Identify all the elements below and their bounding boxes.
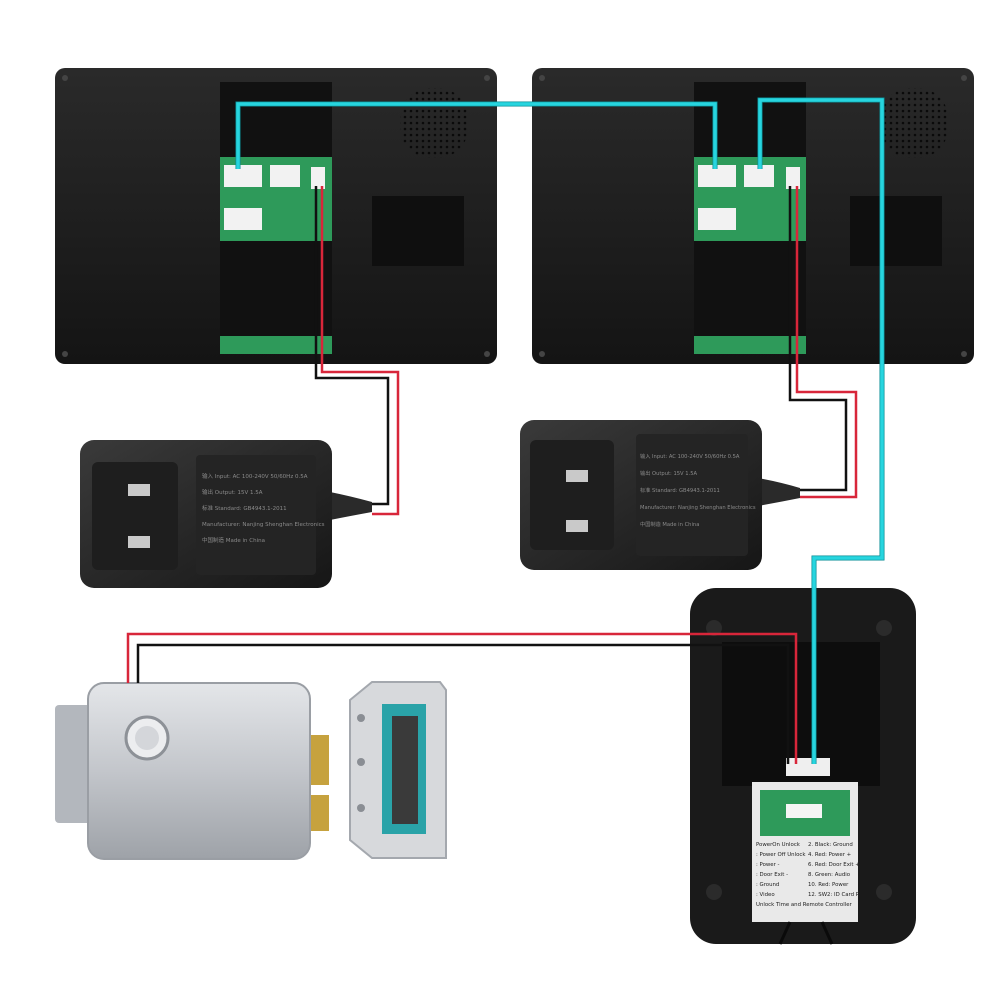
label-line: Manufacturer: Nanjing Shenghan Electroni… [202,522,325,528]
doorbell-connector [786,758,830,776]
monitor-2-label-area [850,196,942,266]
label-line: : Ground [756,882,779,888]
lock-strike-plate [349,681,447,859]
adapter-2-prong-1 [566,470,588,482]
doorbell-label-text: PowerOn Unlock : Power Off Unlock : Power … [756,842,860,908]
monitor-1-power-connector [311,167,325,189]
power-adapter-1: 输入 Input: AC 100-240V 50/60Hz 0.5A 输出 Out… [80,440,372,588]
label-line: : Power Off Unlock [756,852,806,858]
label-line: 标准 Standard: GB4943.1-2011 [640,486,720,494]
label-line: 4. Red: Power + [808,852,851,858]
label-line: 12. SW2: ID Card R [808,892,860,898]
label-line: Unlock Time and Remote Controller [756,902,853,908]
label-line: : Power - [756,862,780,868]
power-wire-1-positive [320,186,400,516]
label-line: 输出 Output: 15V 1.5A [202,488,263,496]
adapter-2-cable-boot [758,478,800,506]
monitor-2-speaker-grille [880,88,948,158]
label-line: 输入 Input: AC 100-240V 50/60Hz 0.5A [640,452,740,460]
adapter-1-cable-boot [330,492,372,520]
adapter-2-prong-2 [566,520,588,532]
label-line: 中国制造 Made in China [202,536,265,544]
label-line: PowerOn Unlock [756,842,801,848]
power-wire-2-negative [788,186,848,492]
adapter-2-plug-face [530,440,614,550]
monitor-1-speaker-grille [400,88,468,158]
outdoor-camera-unit: PowerOn Unlock : Power Off Unlock : Power … [690,588,916,945]
power-wire-2-positive [795,186,858,499]
power-wire-1-negative [314,186,390,506]
strike-plate-opening [392,716,418,824]
adapter-1-prong-2 [128,536,150,548]
wires [126,97,885,764]
label-line: 6. Red: Door Exit + [808,862,860,868]
lock-body [87,682,311,860]
adapter-1-plug-face [92,462,178,570]
label-line: : Video [756,892,775,898]
adapter-1-prong-1 [128,484,150,496]
label-line: 中国制造 Made in China [640,520,699,528]
adapter-1-label [196,455,316,575]
adapter-1-label-text: 输入 Input: AC 100-240V 50/60Hz 0.5A 输出 Out… [202,472,325,544]
label-line: 10. Red: Power [808,882,849,888]
adapter-2-label [636,434,748,556]
label-line: 8. Green: Audio [808,872,850,878]
monitor-1 [55,68,497,364]
monitor-2 [532,68,974,364]
label-line: 2. Black: Ground [808,842,853,848]
label-line: 输入 Input: AC 100-240V 50/60Hz 0.5A [202,472,308,480]
label-line: 标准 Standard: GB4943.1-2011 [202,504,287,512]
monitor-1-connector-2 [270,165,300,187]
monitor-1-label-area [372,196,464,266]
label-line: 输出 Output: 15V 1.5A [640,469,697,477]
lock-wire-positive [126,632,798,764]
monitor-2-connector-3 [698,208,736,230]
monitor-2-connector-1 [698,165,736,187]
adapter-2-label-text: 输入 Input: AC 100-240V 50/60Hz 0.5A 输出 Out… [640,452,756,528]
label-line: Manufacturer: Nanjing Shenghan Electroni… [640,505,756,511]
monitor-2-power-connector [786,167,800,189]
label-line: : Door Exit - [756,872,788,878]
monitor-2-connector-2 [744,165,774,187]
monitor-1-connector-1 [224,165,262,187]
power-adapter-2: 输入 Input: AC 100-240V 50/60Hz 0.5A 输出 Out… [520,420,800,570]
lock-side-plate [55,705,95,823]
lock-wire-negative [136,643,790,764]
electric-lock [55,682,329,860]
monitor-1-connector-3 [224,208,262,230]
